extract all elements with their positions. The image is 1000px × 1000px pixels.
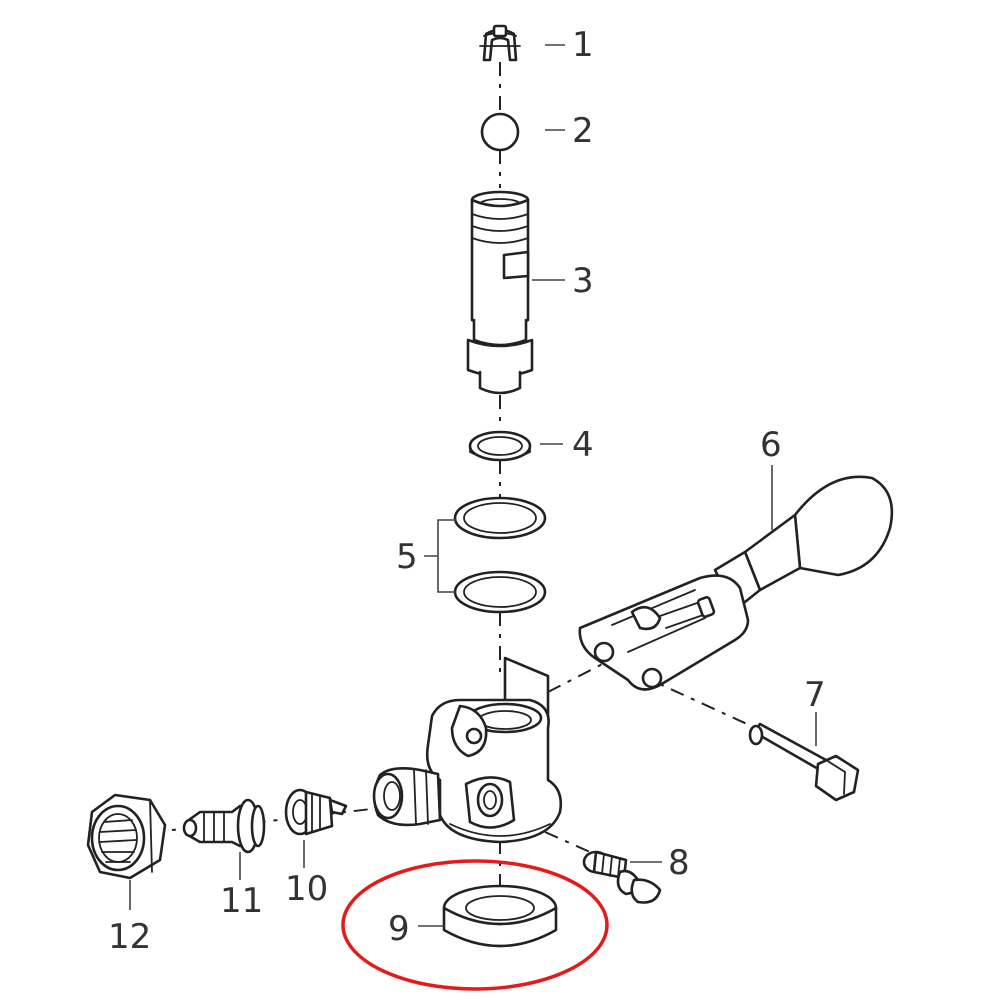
part-5-o-rings[interactable] <box>453 496 547 614</box>
part-3-probe-tube[interactable] <box>466 190 534 395</box>
leader-lines <box>129 44 817 927</box>
callout-10: 10 <box>285 869 328 909</box>
part-1-clip[interactable] <box>479 24 521 62</box>
part-10-flange-nut[interactable] <box>284 788 348 836</box>
callout-12: 12 <box>108 917 151 957</box>
callout-2: 2 <box>572 111 594 151</box>
callout-3: 3 <box>572 261 594 301</box>
part-8-check-valve[interactable] <box>582 850 662 904</box>
part-7-pin[interactable] <box>748 722 860 802</box>
callout-5: 5 <box>396 537 418 577</box>
coupler-body[interactable] <box>372 656 563 844</box>
callout-7: 7 <box>804 675 826 715</box>
part-12-hex-nut[interactable] <box>86 793 167 880</box>
part-9-bottom-washer[interactable] <box>442 884 558 948</box>
part-2-ball[interactable] <box>480 112 520 152</box>
part-11-hose-barb[interactable] <box>182 798 266 854</box>
callout-9: 9 <box>388 909 410 949</box>
callout-11: 11 <box>220 881 263 921</box>
callout-1: 1 <box>572 25 594 65</box>
part-6-handle[interactable] <box>578 475 894 691</box>
callout-6: 6 <box>760 425 782 465</box>
highlight-ellipse-part-9 <box>341 859 609 991</box>
callout-8: 8 <box>668 843 690 883</box>
part-4-small-washer[interactable] <box>468 430 532 462</box>
callout-4: 4 <box>572 425 594 465</box>
callout-labels: 1 2 3 4 5 6 7 8 9 10 11 12 <box>108 25 826 957</box>
